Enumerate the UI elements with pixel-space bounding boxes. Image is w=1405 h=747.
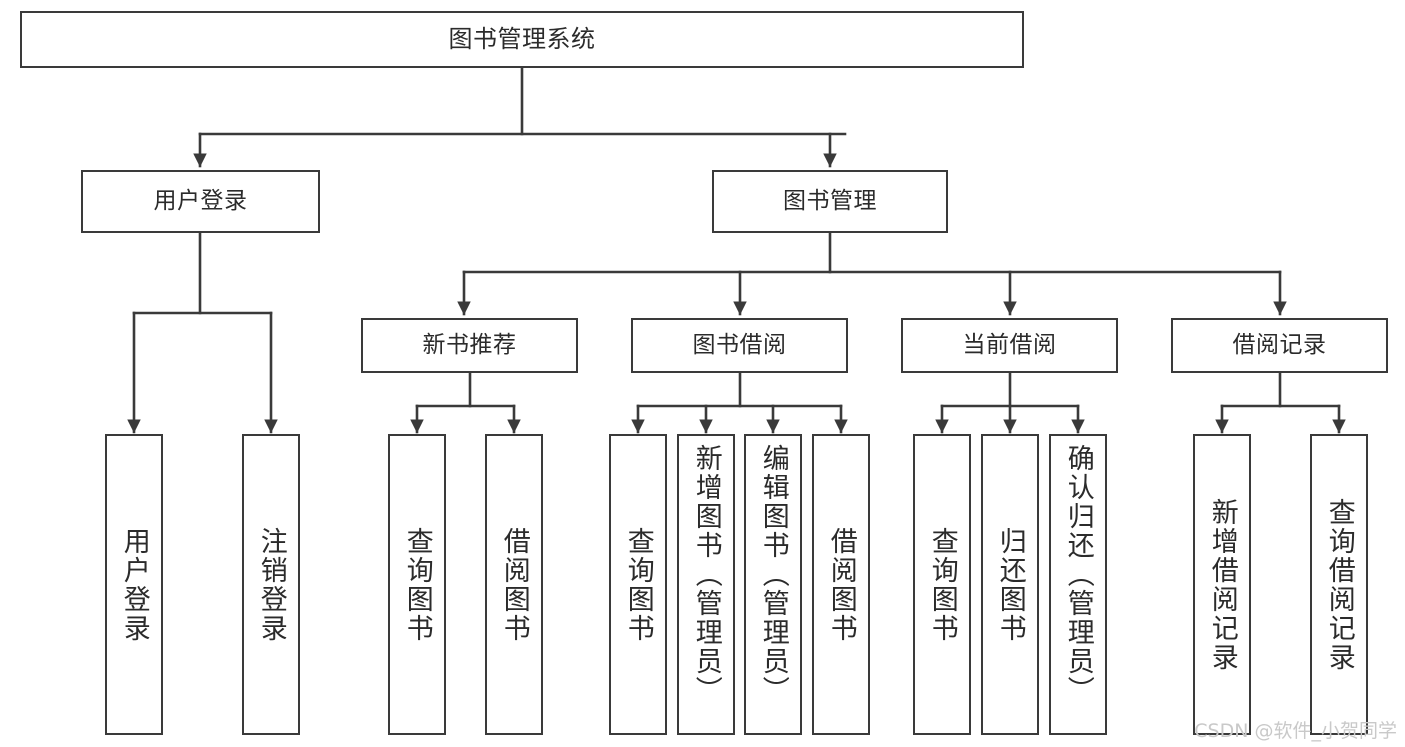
node-leaf-add-book[interactable]: 新增图书（管理员） <box>677 434 735 735</box>
node-current-borrow[interactable]: 当前借阅 <box>901 318 1118 373</box>
node-borrow-record-label: 借阅记录 <box>1232 331 1327 358</box>
csdn-watermark: CSDN @软件_小贺同学 <box>1194 720 1397 742</box>
node-leaf-logout[interactable]: 注销登录 <box>242 434 300 735</box>
node-leaf-edit-book-label: 编辑图书（管理员） <box>757 444 789 705</box>
node-new-book-recommend[interactable]: 新书推荐 <box>361 318 578 373</box>
node-book-borrow[interactable]: 图书借阅 <box>631 318 848 373</box>
node-root-system[interactable]: 图书管理系统 <box>20 11 1024 68</box>
node-user-login[interactable]: 用户登录 <box>81 170 320 233</box>
node-leaf-borrow-book-1[interactable]: 借阅图书 <box>485 434 543 735</box>
node-leaf-query-record[interactable]: 查询借阅记录 <box>1310 434 1368 735</box>
node-leaf-return-book[interactable]: 归还图书 <box>981 434 1039 735</box>
node-leaf-edit-book[interactable]: 编辑图书（管理员） <box>744 434 802 735</box>
node-leaf-add-record-label: 新增借阅记录 <box>1206 497 1238 672</box>
node-leaf-return-book-label: 归还图书 <box>994 526 1026 643</box>
node-leaf-borrow-book-2-label: 借阅图书 <box>825 526 857 643</box>
node-leaf-confirm-return[interactable]: 确认归还（管理员） <box>1049 434 1107 735</box>
node-leaf-query-book-2-label: 查询图书 <box>622 526 654 643</box>
node-leaf-query-book-3[interactable]: 查询图书 <box>913 434 971 735</box>
node-leaf-query-book-2[interactable]: 查询图书 <box>609 434 667 735</box>
node-leaf-logout-label: 注销登录 <box>255 526 287 643</box>
node-leaf-query-book-3-label: 查询图书 <box>926 526 958 643</box>
node-current-borrow-label: 当前借阅 <box>962 331 1057 358</box>
node-book-management-label: 图书管理 <box>783 187 877 214</box>
node-leaf-query-book-1-label: 查询图书 <box>401 526 433 643</box>
node-leaf-add-book-label: 新增图书（管理员） <box>690 444 722 705</box>
node-book-borrow-label: 图书借阅 <box>692 331 787 358</box>
node-user-login-label: 用户登录 <box>153 187 248 214</box>
node-leaf-query-book-1[interactable]: 查询图书 <box>388 434 446 735</box>
node-book-management[interactable]: 图书管理 <box>712 170 948 233</box>
node-leaf-borrow-book-1-label: 借阅图书 <box>498 526 530 643</box>
node-leaf-query-record-label: 查询借阅记录 <box>1323 497 1355 672</box>
node-root-system-label: 图书管理系统 <box>448 25 596 54</box>
node-new-book-recommend-label: 新书推荐 <box>422 331 517 358</box>
node-leaf-borrow-book-2[interactable]: 借阅图书 <box>812 434 870 735</box>
node-leaf-confirm-return-label: 确认归还（管理员） <box>1062 444 1094 705</box>
node-borrow-record[interactable]: 借阅记录 <box>1171 318 1388 373</box>
node-leaf-user-login-label: 用户登录 <box>118 526 150 643</box>
node-leaf-add-record[interactable]: 新增借阅记录 <box>1193 434 1251 735</box>
node-leaf-user-login[interactable]: 用户登录 <box>105 434 163 735</box>
